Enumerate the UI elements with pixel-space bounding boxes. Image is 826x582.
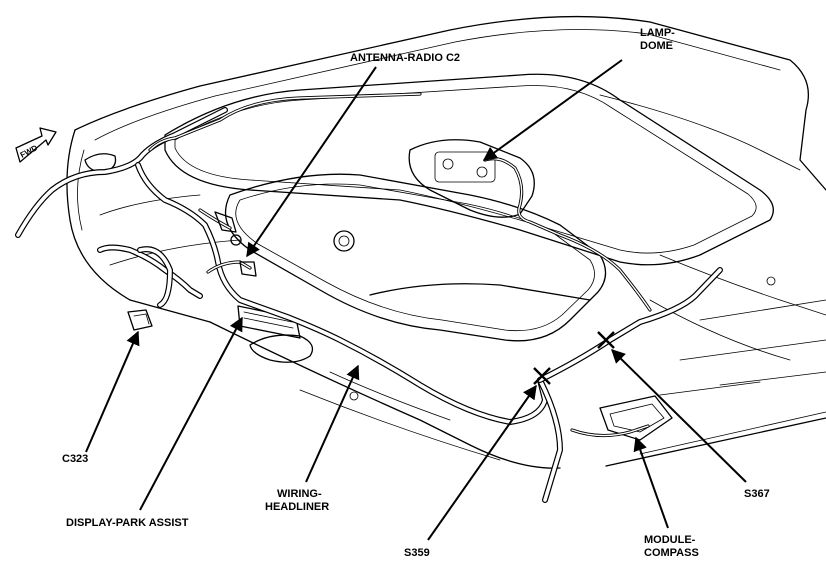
callout-labels: ANTENNA-RADIO C2 LAMP- DOME C323 DISPLAY… bbox=[62, 27, 770, 559]
label-display-park-assist: DISPLAY-PARK ASSIST bbox=[66, 517, 189, 529]
antenna-radio-connector bbox=[214, 211, 257, 277]
label-lamp-dome-line2: DOME bbox=[640, 40, 673, 52]
label-lamp-dome-line1: LAMP- bbox=[640, 27, 675, 39]
dome-lamp-assembly bbox=[408, 139, 535, 218]
leader-s359 bbox=[427, 384, 537, 541]
leader-c323 bbox=[85, 330, 140, 453]
branch-wires bbox=[148, 92, 652, 438]
label-wiring-headliner-line1: WIRING- bbox=[277, 488, 322, 500]
label-s367: S367 bbox=[744, 488, 770, 500]
label-module-compass-line1: MODULE- bbox=[644, 534, 696, 546]
label-wiring-headliner-line2: HEADLINER bbox=[265, 501, 329, 513]
leader-module-compass bbox=[633, 436, 669, 529]
wiring-headliner-harness bbox=[15, 107, 723, 503]
label-c323: C323 bbox=[62, 453, 88, 465]
leader-antenna-radio bbox=[246, 66, 377, 258]
compass-module bbox=[599, 395, 673, 441]
headliner-panel bbox=[66, 15, 826, 469]
front-sunroof-opening bbox=[224, 173, 607, 342]
label-module-compass-line2: COMPASS bbox=[644, 547, 699, 559]
c323-connector bbox=[127, 309, 153, 331]
leader-wiring-headliner bbox=[305, 364, 360, 483]
leader-lines bbox=[85, 59, 747, 541]
leader-lamp-dome bbox=[482, 59, 623, 161]
leader-s367 bbox=[611, 349, 747, 483]
label-s359: S359 bbox=[404, 547, 430, 559]
fwd-arrow: FWD bbox=[15, 127, 57, 163]
label-antenna-radio-c2: ANTENNA-RADIO C2 bbox=[350, 52, 460, 64]
splice-marks bbox=[533, 331, 615, 385]
leader-display-park-assist bbox=[139, 316, 243, 511]
